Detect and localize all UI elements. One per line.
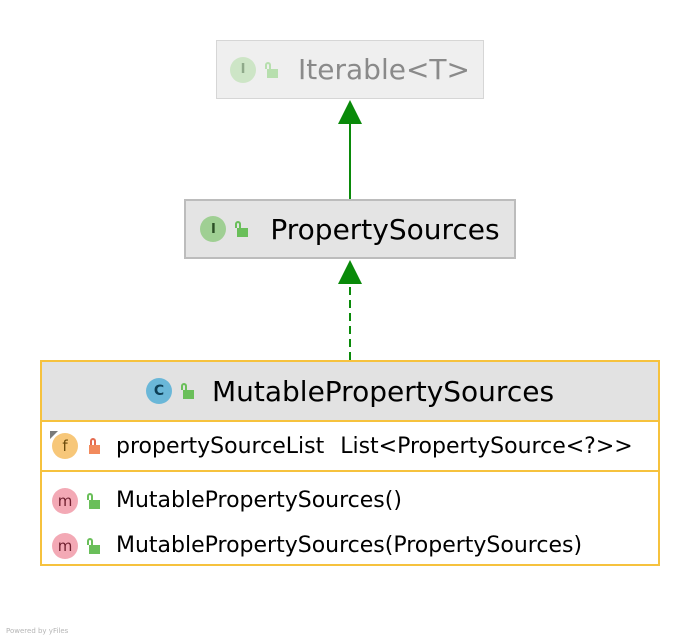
field-icon: f (50, 431, 78, 459)
public-lock-icon (86, 492, 100, 509)
node-title: PropertySources (270, 212, 500, 246)
public-lock-icon (264, 61, 279, 78)
node-title: MutablePropertySources (211, 374, 555, 408)
node-iterable[interactable]: I Iterable<T> (216, 40, 484, 99)
fields-compartment: f propertySourceList List<PropertySource<… (42, 422, 658, 472)
edge-propertysources-extends-iterable (338, 100, 362, 199)
arrowhead (338, 100, 362, 124)
interface-icon: I (230, 56, 257, 83)
private-lock-icon (86, 438, 100, 454)
public-lock-icon (234, 221, 249, 237)
watermark: Powered by yFiles (6, 627, 69, 635)
class-icon: C (145, 378, 172, 404)
class-header: C MutablePropertySources (42, 362, 658, 422)
method-icon: m (52, 532, 78, 559)
methods-compartment: m MutablePropertySources() m MutableProp… (42, 472, 658, 568)
field-type: List<PropertySource<?>> (340, 433, 633, 459)
interface-icon: I (200, 216, 227, 242)
public-lock-icon (86, 537, 100, 554)
field-row[interactable]: propertySourceList List<PropertySource<?>… (116, 434, 633, 459)
public-lock-icon (180, 383, 194, 399)
method-row[interactable]: m MutablePropertySources() (42, 478, 658, 523)
method-icon: m (52, 487, 78, 514)
method-row[interactable]: m MutablePropertySources(PropertySources… (42, 523, 658, 568)
node-title: Iterable<T> (298, 53, 470, 86)
arrowhead (338, 260, 362, 284)
node-propertysources[interactable]: I PropertySources (184, 199, 516, 259)
node-mutablepropertysources[interactable]: C MutablePropertySources f propertySourc… (40, 360, 660, 566)
method-signature: MutablePropertySources() (116, 488, 402, 513)
method-signature: MutablePropertySources(PropertySources) (116, 533, 583, 558)
edge-mutablepropertysources-implements-propertysources (338, 260, 362, 360)
field-name: propertySourceList (116, 433, 325, 459)
